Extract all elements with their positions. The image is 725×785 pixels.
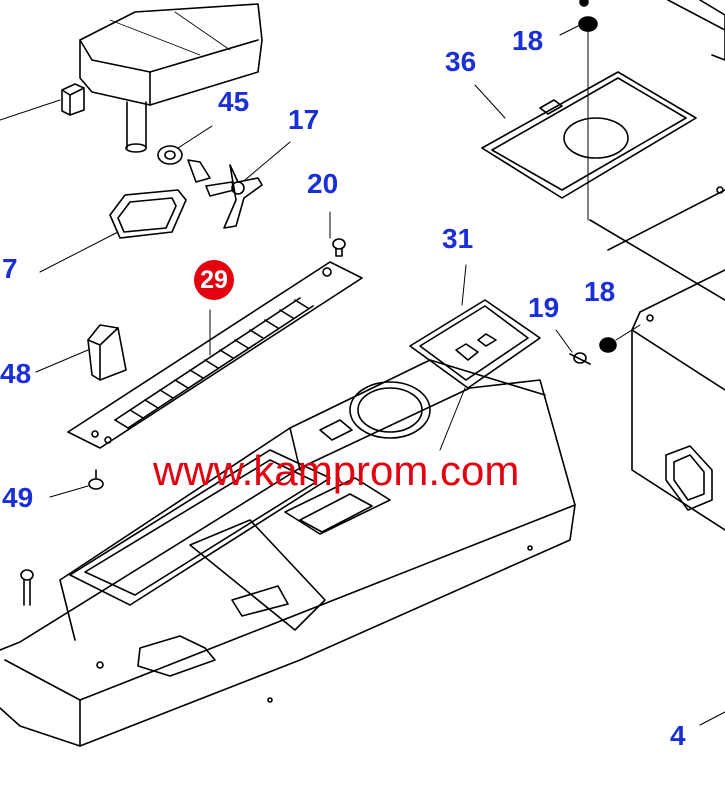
callout-18-top: 18 [512,25,544,56]
part-31-cover [409,264,541,451]
leader-4 [699,711,725,726]
side-panel-right [589,0,725,531]
part-17-knob [187,141,291,229]
callout-48: 48 [0,358,32,389]
armrest-pad [79,3,263,153]
part-48-cap [35,324,127,381]
callout-7: 7 [2,253,18,284]
part-7-seal [39,189,187,273]
part-19-screw [555,329,591,365]
callout-45: 45 [218,86,250,117]
callout-36: 36 [445,46,477,77]
bolt-left [20,569,34,606]
watermark-text: www.kamprom.com [153,447,520,494]
callout-17: 17 [288,104,320,135]
part-18-washer-top [559,0,598,221]
part-18-washer-right [599,324,641,353]
part-20-bolt [329,211,346,257]
callout-20: 20 [307,168,339,199]
callout-31: 31 [442,223,474,254]
part-45-nut [157,125,213,165]
clip-part [0,83,85,121]
callout-19: 19 [528,292,560,323]
console-body [0,359,576,747]
callout-29-highlight: 29 [194,260,234,300]
callout-49: 49 [2,482,34,513]
part-49-screw [49,469,104,498]
callout-4: 4 [670,720,686,751]
part-36-plate [474,71,697,199]
part-29-panel [67,261,363,449]
callout-18-right: 18 [584,276,616,307]
